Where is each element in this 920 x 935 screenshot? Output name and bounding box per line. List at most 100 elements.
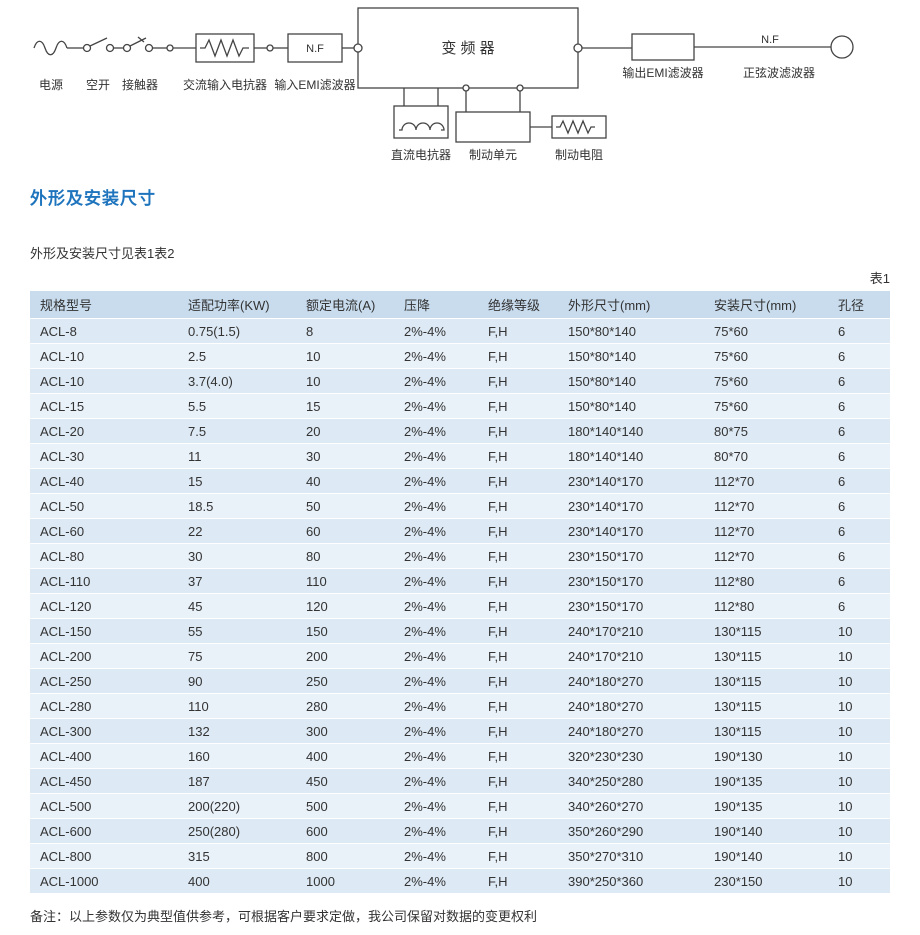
table-cell: F,H xyxy=(478,644,558,669)
column-header: 孔径 xyxy=(828,291,890,319)
table-cell: 2%-4% xyxy=(394,319,478,344)
table-cell: 0.75(1.5) xyxy=(178,319,296,344)
table-cell: 22 xyxy=(178,519,296,544)
table-cell: 320*230*230 xyxy=(558,744,704,769)
table-cell: ACL-1000 xyxy=(30,869,178,894)
junction-dot xyxy=(166,44,174,52)
dimension-spec-table: 规格型号适配功率(KW)额定电流(A)压降绝缘等级外形尺寸(mm)安装尺寸(mm… xyxy=(30,291,890,894)
table-cell: ACL-450 xyxy=(30,769,178,794)
table-cell: 315 xyxy=(178,844,296,869)
table-cell: 2%-4% xyxy=(394,344,478,369)
table-cell: 280 xyxy=(296,694,394,719)
table-cell: 240*170*210 xyxy=(558,644,704,669)
breaker-label: 空开 xyxy=(86,78,110,92)
table-cell: 60 xyxy=(296,519,394,544)
brake-unit-label: 制动单元 xyxy=(469,148,517,162)
table-cell: 80 xyxy=(296,544,394,569)
junction-dot xyxy=(462,84,470,92)
output-emi-filter-box xyxy=(631,33,695,61)
table-cell: F,H xyxy=(478,519,558,544)
table-cell: 75*60 xyxy=(704,369,828,394)
table-cell: 230*150*170 xyxy=(558,569,704,594)
table-cell: 5.5 xyxy=(178,394,296,419)
table-cell: ACL-10 xyxy=(30,369,178,394)
table-cell: 2%-4% xyxy=(394,694,478,719)
table-cell: 190*130 xyxy=(704,744,828,769)
table-cell: ACL-600 xyxy=(30,819,178,844)
table-cell: 6 xyxy=(828,544,890,569)
table-cell: 2%-4% xyxy=(394,544,478,569)
table-cell: 10 xyxy=(828,669,890,694)
table-cell: 2%-4% xyxy=(394,369,478,394)
table-cell: 180*140*140 xyxy=(558,419,704,444)
table-cell: 2%-4% xyxy=(394,744,478,769)
power-source-icon xyxy=(33,40,68,56)
brake-resistor-label: 制动电阻 xyxy=(555,148,603,162)
spec-table-head: 规格型号适配功率(KW)额定电流(A)压降绝缘等级外形尺寸(mm)安装尺寸(mm… xyxy=(30,291,890,319)
table-cell: 2%-4% xyxy=(394,394,478,419)
table-cell: 11 xyxy=(178,444,296,469)
table-cell: 150*80*140 xyxy=(558,369,704,394)
table-cell: 112*70 xyxy=(704,519,828,544)
table-cell: 10 xyxy=(828,869,890,894)
table-cell: 2%-4% xyxy=(394,469,478,494)
table-cell: 80*70 xyxy=(704,444,828,469)
table-cell: 2%-4% xyxy=(394,769,478,794)
table-cell: ACL-280 xyxy=(30,694,178,719)
table-cell: 240*180*270 xyxy=(558,669,704,694)
table-cell: 300 xyxy=(296,719,394,744)
table-cell: 230*150*170 xyxy=(558,544,704,569)
table-cell: F,H xyxy=(478,319,558,344)
table-cell: 2%-4% xyxy=(394,519,478,544)
table-cell: F,H xyxy=(478,544,558,569)
table-cell: 90 xyxy=(178,669,296,694)
table-cell: 7.5 xyxy=(178,419,296,444)
table-cell: 50 xyxy=(296,494,394,519)
table-cell: 132 xyxy=(178,719,296,744)
table-cell: F,H xyxy=(478,369,558,394)
table-cell: F,H xyxy=(478,494,558,519)
table-cell: 6 xyxy=(828,569,890,594)
table-cell: F,H xyxy=(478,819,558,844)
table-cell: F,H xyxy=(478,469,558,494)
table-cell: 75*60 xyxy=(704,394,828,419)
table-cell: 2%-4% xyxy=(394,869,478,894)
table-cell: 190*140 xyxy=(704,819,828,844)
table-cell: 10 xyxy=(828,844,890,869)
table-cell: ACL-30 xyxy=(30,444,178,469)
table-cell: 3.7(4.0) xyxy=(178,369,296,394)
table-cell: F,H xyxy=(478,594,558,619)
table-cell: 6 xyxy=(828,494,890,519)
table-cell: 200(220) xyxy=(178,794,296,819)
table-cell: 18.5 xyxy=(178,494,296,519)
sine-filter-label: 正弦波滤波器 xyxy=(743,65,815,80)
table-cell: 120 xyxy=(296,594,394,619)
table-cell: ACL-200 xyxy=(30,644,178,669)
junction-dot xyxy=(516,84,524,92)
table-cell: ACL-20 xyxy=(30,419,178,444)
table-cell: 6 xyxy=(828,594,890,619)
brake-unit-box xyxy=(455,111,531,143)
input-emi-label: 输入EMI滤波器 xyxy=(274,77,355,92)
table-cell: 10 xyxy=(828,719,890,744)
dc-reactor-label: 直流电抗器 xyxy=(391,147,451,162)
table-cell: 2%-4% xyxy=(394,594,478,619)
table-cell: 75*60 xyxy=(704,344,828,369)
table-cell: 2%-4% xyxy=(394,669,478,694)
table-cell: 500 xyxy=(296,794,394,819)
table-cell: ACL-800 xyxy=(30,844,178,869)
table-cell: 75*60 xyxy=(704,319,828,344)
table-cell: 2%-4% xyxy=(394,819,478,844)
table-cell: 230*150*170 xyxy=(558,594,704,619)
table-cell: 350*260*290 xyxy=(558,819,704,844)
table-cell: ACL-10 xyxy=(30,344,178,369)
